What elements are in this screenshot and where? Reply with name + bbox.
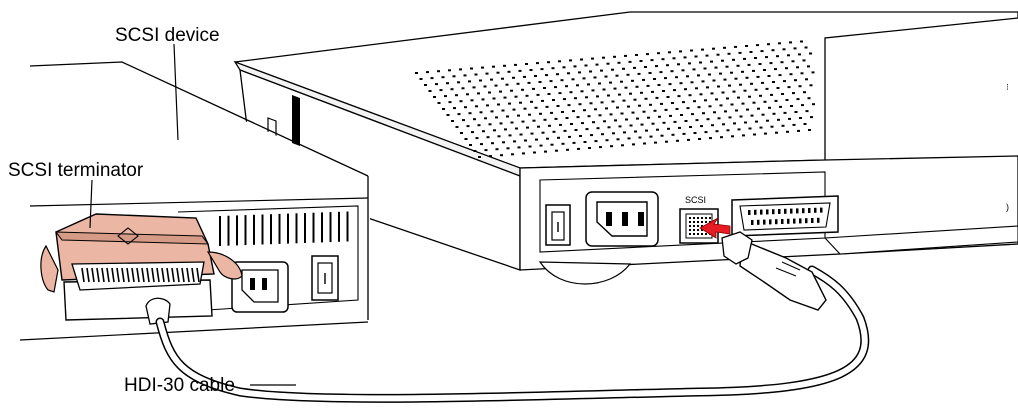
- red-arrow-icon: [699, 217, 731, 239]
- power-socket-icon: [585, 191, 659, 247]
- terminator-right-clip: [206, 251, 243, 280]
- serial-connector-icon: [731, 195, 839, 237]
- terminator-left-clip: [40, 244, 59, 293]
- scsi-port-label: SCSI: [685, 195, 706, 205]
- hdi30-plug: [739, 238, 827, 311]
- label-scsi-device: SCSI device: [115, 25, 220, 46]
- margin-mark: ): [1006, 202, 1009, 212]
- computer-foot: [538, 261, 632, 285]
- label-scsi-terminator: SCSI terminator: [8, 160, 144, 181]
- device-leader-line: [173, 43, 179, 141]
- power-switch-icon: [311, 255, 339, 301]
- margin-mark: ⁝: [1006, 82, 1009, 92]
- power-switch-icon: [545, 204, 571, 246]
- power-socket-icon: [231, 261, 289, 313]
- computer-base-edge: [823, 225, 1018, 255]
- computer-vent-grille: [415, 40, 815, 158]
- label-hdi30-cable: HDI-30 cable: [124, 375, 235, 396]
- hdi30-cable: [145, 231, 870, 403]
- device-vent-slots: [219, 211, 349, 246]
- computer-side-slot: [292, 95, 300, 146]
- terminator-logo-icon: [117, 227, 139, 245]
- scsi-terminator: [40, 179, 243, 321]
- terminator-leader-line: [89, 179, 93, 229]
- computer: SCSI: [233, 11, 1018, 285]
